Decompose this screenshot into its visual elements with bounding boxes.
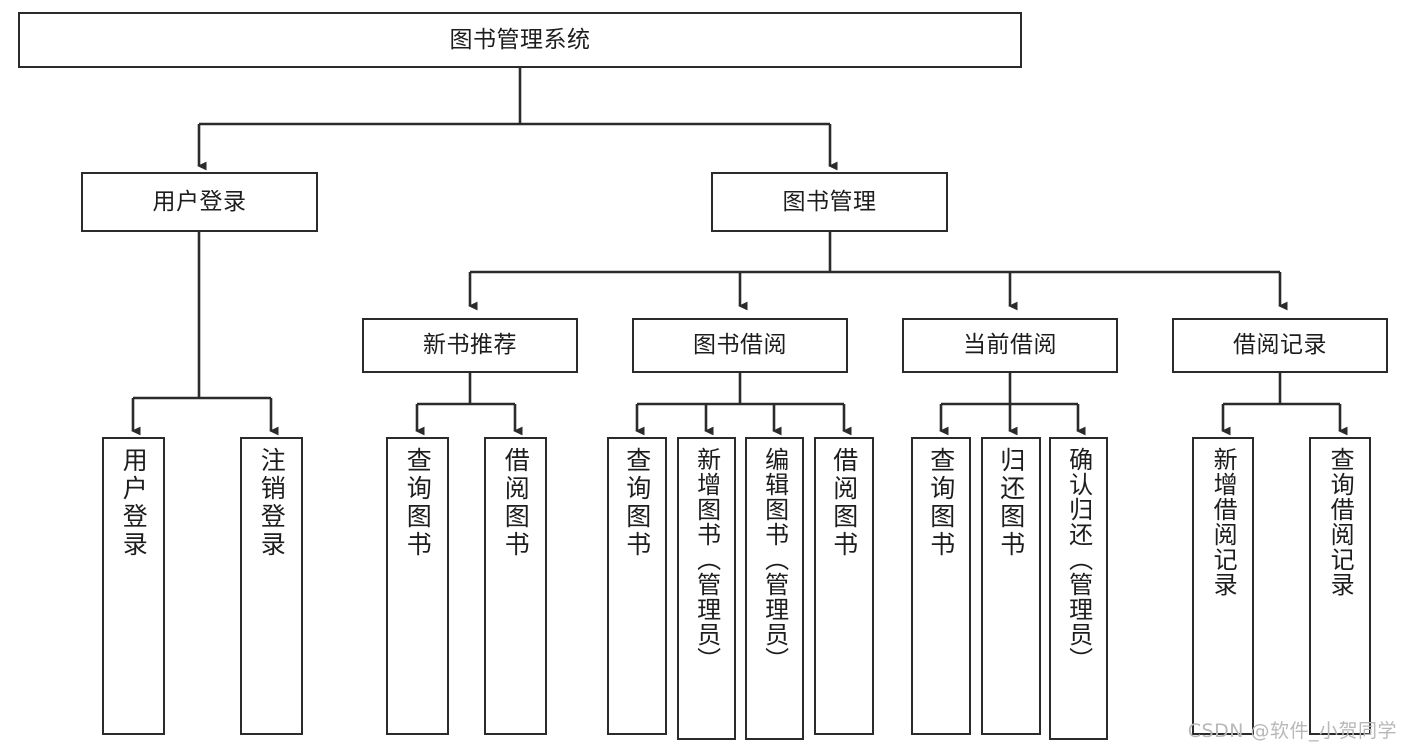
node-leaf-add-record[interactable]: 新增借阅记录 [1192, 437, 1254, 735]
node-leaf-query-book-3-label: 查询图书 [926, 447, 956, 559]
node-leaf-user-login-label: 用户登录 [119, 447, 149, 559]
node-book-borrow[interactable]: 图书借阅 [632, 318, 848, 373]
node-leaf-query-book-2[interactable]: 查询图书 [607, 437, 667, 735]
node-borrow-record[interactable]: 借阅记录 [1172, 318, 1388, 373]
node-leaf-confirm-return-label: 确认归还（管理员） [1064, 447, 1093, 672]
node-leaf-borrow-book-1-label: 借阅图书 [501, 447, 531, 559]
node-leaf-return-book[interactable]: 归还图书 [981, 437, 1041, 735]
node-leaf-query-book-2-label: 查询图书 [622, 447, 652, 559]
node-leaf-query-book-1-label: 查询图书 [403, 447, 433, 559]
node-leaf-borrow-book-2-label: 借阅图书 [829, 447, 859, 559]
node-book-borrow-label: 图书借阅 [693, 332, 787, 359]
node-leaf-query-record[interactable]: 查询借阅记录 [1309, 437, 1371, 735]
node-user-login[interactable]: 用户登录 [81, 172, 318, 232]
node-leaf-logout-login[interactable]: 注销登录 [240, 437, 303, 735]
node-leaf-edit-book[interactable]: 编辑图书（管理员） [745, 437, 804, 740]
node-root-label: 图书管理系统 [449, 26, 591, 53]
node-leaf-borrow-book-1[interactable]: 借阅图书 [484, 437, 547, 735]
node-leaf-user-login[interactable]: 用户登录 [102, 437, 165, 735]
node-leaf-return-book-label: 归还图书 [996, 447, 1026, 559]
node-book-management[interactable]: 图书管理 [711, 172, 948, 232]
node-user-login-label: 用户登录 [152, 188, 247, 215]
node-leaf-add-book-label: 新增图书（管理员） [692, 447, 721, 672]
node-new-book-recommend-label: 新书推荐 [423, 332, 517, 359]
node-borrow-record-label: 借阅记录 [1233, 332, 1327, 359]
node-leaf-edit-book-label: 编辑图书（管理员） [760, 447, 789, 672]
node-book-management-label: 图书管理 [782, 188, 877, 215]
node-current-borrow-label: 当前借阅 [963, 332, 1057, 359]
node-leaf-logout-login-label: 注销登录 [257, 447, 287, 559]
node-leaf-query-book-3[interactable]: 查询图书 [911, 437, 971, 735]
node-leaf-query-book-1[interactable]: 查询图书 [386, 437, 449, 735]
node-new-book-recommend[interactable]: 新书推荐 [362, 318, 578, 373]
node-leaf-confirm-return[interactable]: 确认归还（管理员） [1049, 437, 1108, 740]
node-current-borrow[interactable]: 当前借阅 [902, 318, 1118, 373]
node-leaf-add-book[interactable]: 新增图书（管理员） [677, 437, 736, 740]
node-leaf-add-record-label: 新增借阅记录 [1209, 447, 1238, 597]
node-leaf-borrow-book-2[interactable]: 借阅图书 [814, 437, 874, 735]
node-leaf-query-record-label: 查询借阅记录 [1326, 447, 1355, 597]
node-root[interactable]: 图书管理系统 [18, 12, 1022, 68]
csdn-watermark: CSDN @软件_小贺同学 [1187, 720, 1397, 742]
